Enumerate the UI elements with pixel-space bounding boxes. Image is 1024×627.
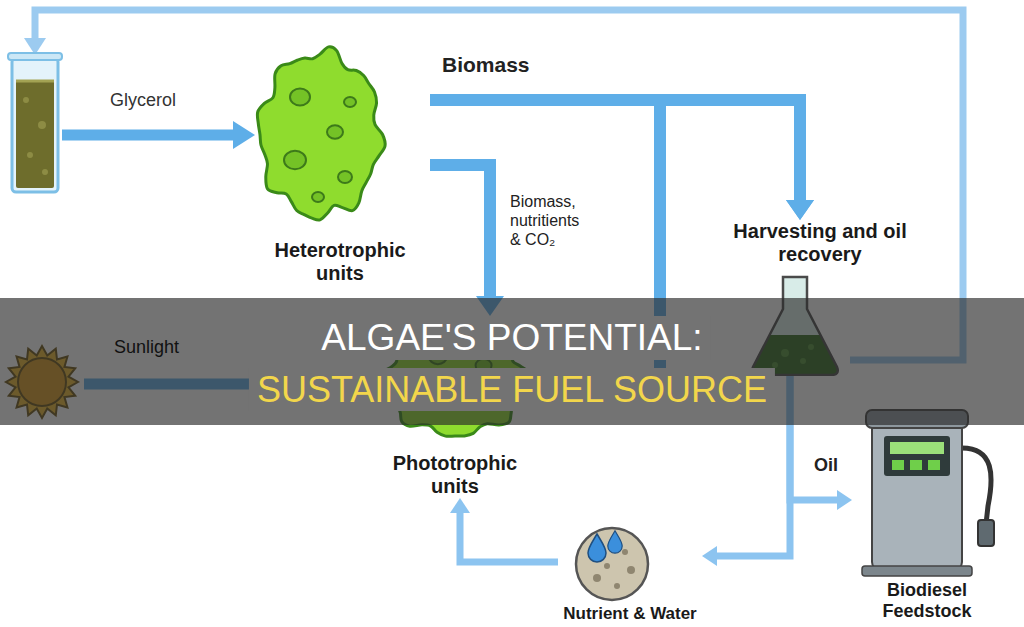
node-label: Heterotrophic units	[260, 239, 420, 285]
input-label: Sunlight	[112, 337, 181, 359]
liquid-spot	[38, 121, 46, 129]
arrow-head	[702, 546, 717, 566]
blob-shape	[250, 42, 390, 227]
flow-label: Biomass	[440, 52, 532, 77]
flow-arrow	[62, 130, 234, 141]
arrow-head	[837, 490, 852, 510]
node-text-box: Harvesting and oil recovery	[725, 220, 915, 266]
pump-button	[892, 460, 904, 470]
node-text-box: Biodiesel Feedstock	[852, 406, 1002, 621]
pump-button	[928, 460, 940, 470]
nutrient-dish	[576, 528, 648, 600]
node-label: Nutrient & Water	[563, 604, 697, 624]
title-text: ALGAE'S POTENTIAL:	[313, 316, 710, 360]
nutrient-grain	[627, 566, 635, 574]
liquid-surface	[16, 80, 54, 83]
pump-shape	[852, 406, 1002, 578]
process-node: Nutrient & Water	[558, 520, 702, 624]
arrow-head	[786, 200, 814, 220]
algae-cell	[338, 171, 352, 183]
nutrient-grain	[593, 574, 601, 582]
flow-connector	[450, 498, 558, 562]
nutrient-grain	[622, 549, 628, 555]
input-label: Glycerol	[108, 90, 178, 112]
nutrient-shape	[567, 520, 657, 602]
flow-connector	[430, 165, 504, 316]
pump-nozzle	[978, 520, 994, 546]
pump-screen	[884, 436, 950, 476]
connector-line	[460, 512, 558, 562]
process-node: Biodiesel Feedstock	[852, 406, 1002, 622]
algae-cell	[344, 97, 356, 107]
liquid-spot	[42, 169, 48, 175]
algae-blob	[257, 47, 385, 220]
beaker-lip	[8, 53, 62, 60]
node-label: Biodiesel Feedstock	[867, 580, 987, 621]
arrow-head	[786, 200, 814, 220]
process-node: Heterotrophic units	[250, 42, 430, 285]
arrow-head	[450, 498, 470, 513]
node-text-box: Heterotrophic units	[250, 42, 430, 285]
pump-body	[872, 418, 962, 570]
title-text: SUSTAINABLE FUEL SOURCE	[249, 368, 775, 411]
pump-base	[862, 566, 972, 576]
algae-cell	[284, 151, 306, 170]
beaker-liquid	[16, 80, 54, 188]
pump-hose	[962, 448, 991, 524]
nutrient-grain	[604, 563, 610, 569]
node-label: Phototrophic units	[380, 452, 530, 498]
connector-line	[430, 165, 490, 297]
liquid-spot	[27, 152, 33, 158]
water-drop	[588, 534, 606, 562]
flow-label: Oil	[812, 455, 840, 477]
algae-cell	[327, 125, 343, 139]
liquid-spot	[23, 97, 29, 103]
water-drop	[608, 531, 622, 553]
beaker-glass	[12, 58, 58, 192]
algae-cell	[312, 192, 324, 202]
pump-display	[890, 442, 944, 454]
node-label: Harvesting and oil recovery	[730, 220, 910, 266]
nutrient-grain	[614, 583, 620, 589]
node-text-box: Nutrient & Water	[558, 520, 702, 624]
flow-label: Biomass, nutritients & CO₂	[508, 192, 592, 250]
pump-button	[910, 460, 922, 470]
arrow-head	[233, 121, 255, 149]
algae-cell	[290, 89, 310, 106]
